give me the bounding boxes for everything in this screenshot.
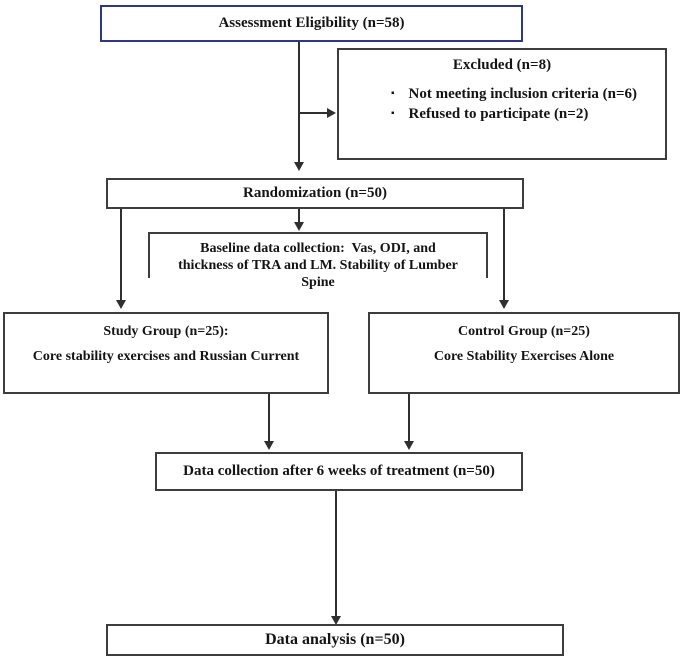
baseline-data-collection-box: Baseline data collection: Vas, ODI, and … <box>148 232 488 290</box>
square-bullet-icon: ▪ <box>391 88 395 99</box>
baseline-line: Spine <box>301 275 335 290</box>
arrow-line-study-to-collection <box>268 394 270 442</box>
data-analysis-label: Data analysis (n=50) <box>265 631 405 648</box>
excluded-box: Excluded (n=8) ▪ Not meeting inclusion c… <box>337 48 667 160</box>
arrow-line-randomization-to-control-group <box>503 209 505 301</box>
assessment-eligibility-box: Assessment Eligibility (n=58) <box>100 5 523 42</box>
arrowhead-down-to-baseline <box>294 222 304 231</box>
data-analysis-box: Data analysis (n=50) <box>106 624 564 656</box>
arrowhead-down-to-study-group <box>116 300 126 309</box>
arrowhead-right-to-excluded <box>327 108 336 118</box>
control-group-box: Control Group (n=25) Core Stability Exer… <box>368 312 680 394</box>
baseline-line: Baseline data collection: Vas, ODI, and <box>200 241 436 256</box>
square-bullet-icon: ▪ <box>391 108 395 119</box>
assessment-eligibility-label: Assessment Eligibility (n=58) <box>218 15 405 31</box>
arrow-line-randomization-to-baseline <box>298 209 300 223</box>
list-item: ▪ Not meeting inclusion criteria (n=6) <box>391 84 665 104</box>
randomization-box: Randomization (n=50) <box>106 178 524 209</box>
study-group-subtitle: Core stability exercises and Russian Cur… <box>32 349 300 364</box>
arrow-line-control-to-collection <box>408 394 410 442</box>
arrowhead-down-to-randomization <box>294 162 304 171</box>
data-collection-box: Data collection after 6 weeks of treatme… <box>155 452 523 491</box>
control-group-subtitle: Core Stability Exercises Alone <box>433 349 615 364</box>
excluded-item-label: Refused to participate (n=2) <box>408 106 589 122</box>
data-collection-label: Data collection after 6 weeks of treatme… <box>183 463 495 479</box>
arrow-line-randomization-to-study-group <box>120 209 122 301</box>
control-group-title: Control Group (n=25) <box>458 324 590 339</box>
arrowhead-down-to-analysis <box>331 616 341 625</box>
arrowhead-down-study-to-collection <box>264 441 274 450</box>
arrow-line-collection-to-analysis <box>335 491 337 617</box>
excluded-title: Excluded (n=8) <box>452 57 552 73</box>
arrow-line-assessment-to-randomization <box>298 42 300 163</box>
randomization-label: Randomization (n=50) <box>243 185 387 201</box>
baseline-line: thickness of TRA and LM. Stability of Lu… <box>178 258 458 273</box>
excluded-list: ▪ Not meeting inclusion criteria (n=6) ▪… <box>339 84 665 124</box>
list-item: ▪ Refused to participate (n=2) <box>391 104 665 124</box>
arrow-line-to-excluded <box>299 112 328 114</box>
arrowhead-down-to-control-group <box>499 300 509 309</box>
excluded-item-label: Not meeting inclusion criteria (n=6) <box>408 86 638 102</box>
arrowhead-down-control-to-collection <box>404 441 414 450</box>
study-group-box: Study Group (n=25): Core stability exerc… <box>3 312 329 394</box>
study-group-title: Study Group (n=25): <box>103 324 229 339</box>
